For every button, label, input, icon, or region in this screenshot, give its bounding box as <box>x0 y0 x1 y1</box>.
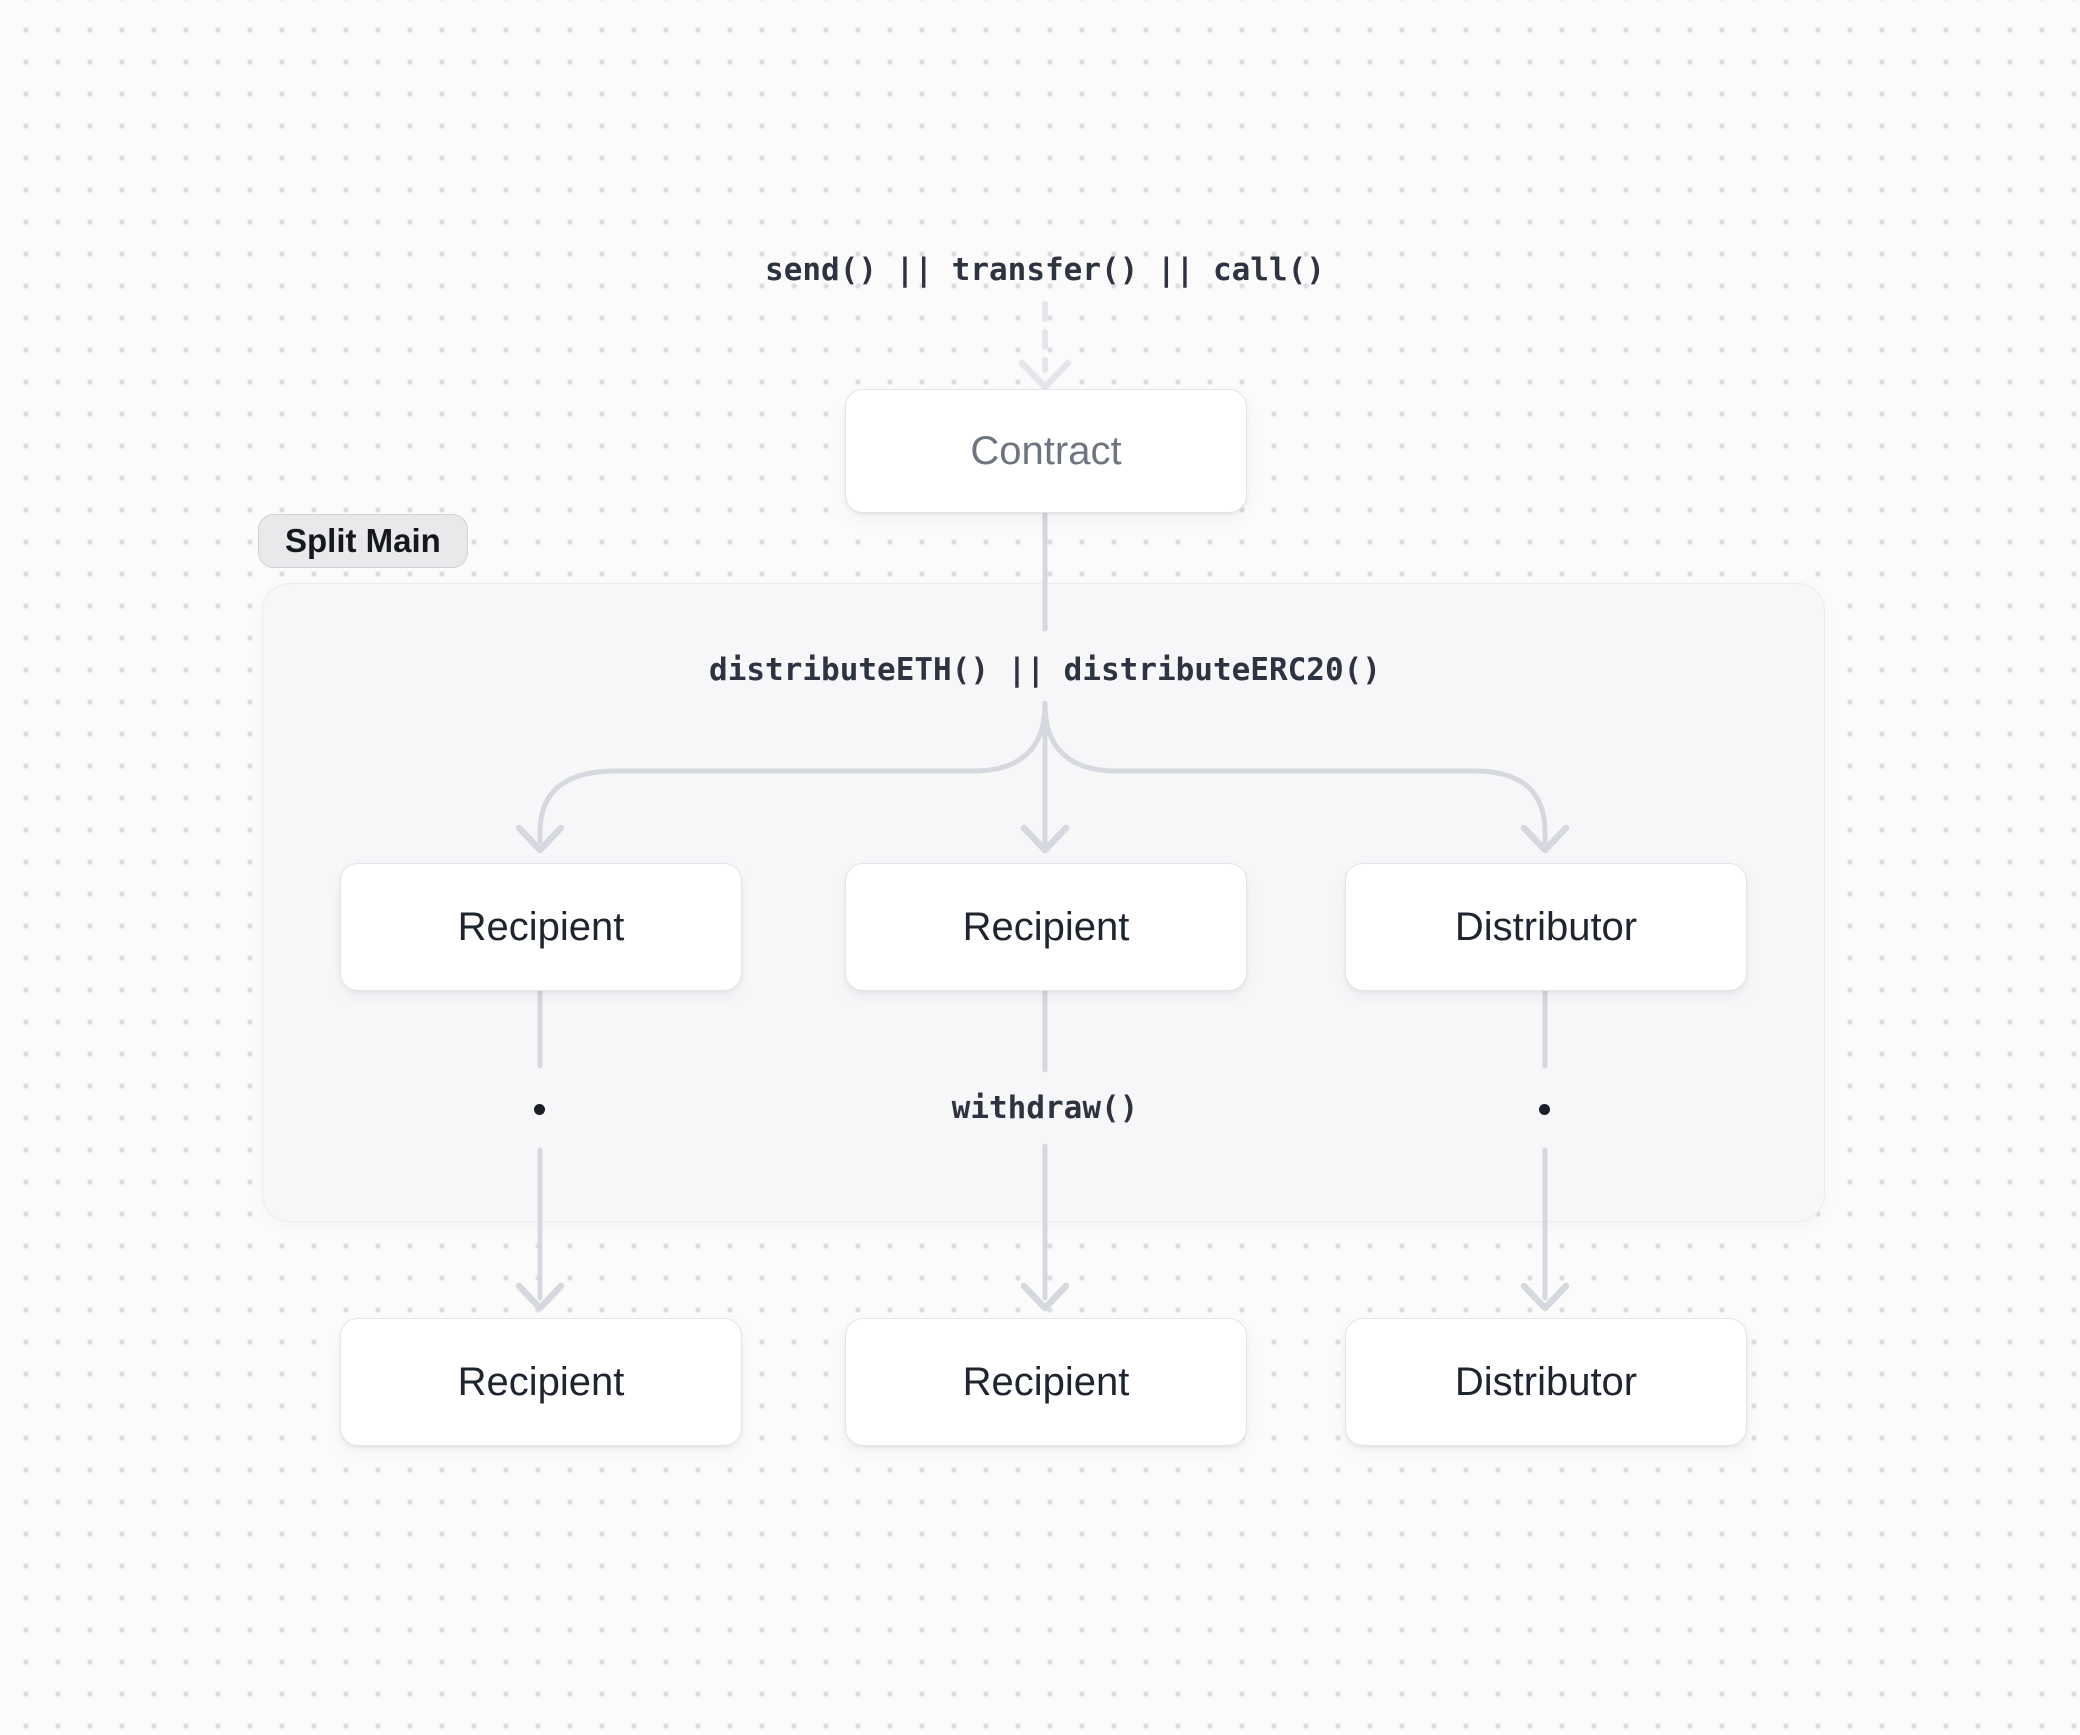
node-label: Distributor <box>1454 904 1638 949</box>
recursion-dot-left-icon <box>534 1104 545 1115</box>
node-distributor-top-right: Distributor <box>1345 863 1747 991</box>
node-recipient-bottom-center: Recipient <box>845 1318 1247 1446</box>
node-label: Recipient <box>457 904 625 949</box>
left-recursion-arrowhead-icon <box>515 1282 565 1312</box>
node-label: Recipient <box>962 1359 1130 1404</box>
node-recipient-top-left: Recipient <box>340 863 742 991</box>
entry-call-label: send() || transfer() || call() <box>765 252 1325 288</box>
entry-arrowhead-icon <box>1018 359 1072 391</box>
withdraw-call-label: withdraw() <box>951 1090 1139 1126</box>
node-contract: Contract <box>845 389 1247 513</box>
node-label: Recipient <box>962 904 1130 949</box>
withdraw-arrowhead-icon <box>1020 1282 1070 1312</box>
recursion-dot-right-icon <box>1539 1104 1550 1115</box>
node-contract-label: Contract <box>970 428 1122 473</box>
node-label: Recipient <box>457 1359 625 1404</box>
node-distributor-bottom-right: Distributor <box>1345 1318 1747 1446</box>
node-label: Distributor <box>1454 1359 1638 1404</box>
node-recipient-bottom-left: Recipient <box>340 1318 742 1446</box>
distribute-call-label: distributeETH() || distributeERC20() <box>709 652 1381 688</box>
split-main-badge: Split Main <box>258 514 468 568</box>
node-recipient-top-center: Recipient <box>845 863 1247 991</box>
right-recursion-arrowhead-icon <box>1520 1282 1570 1312</box>
